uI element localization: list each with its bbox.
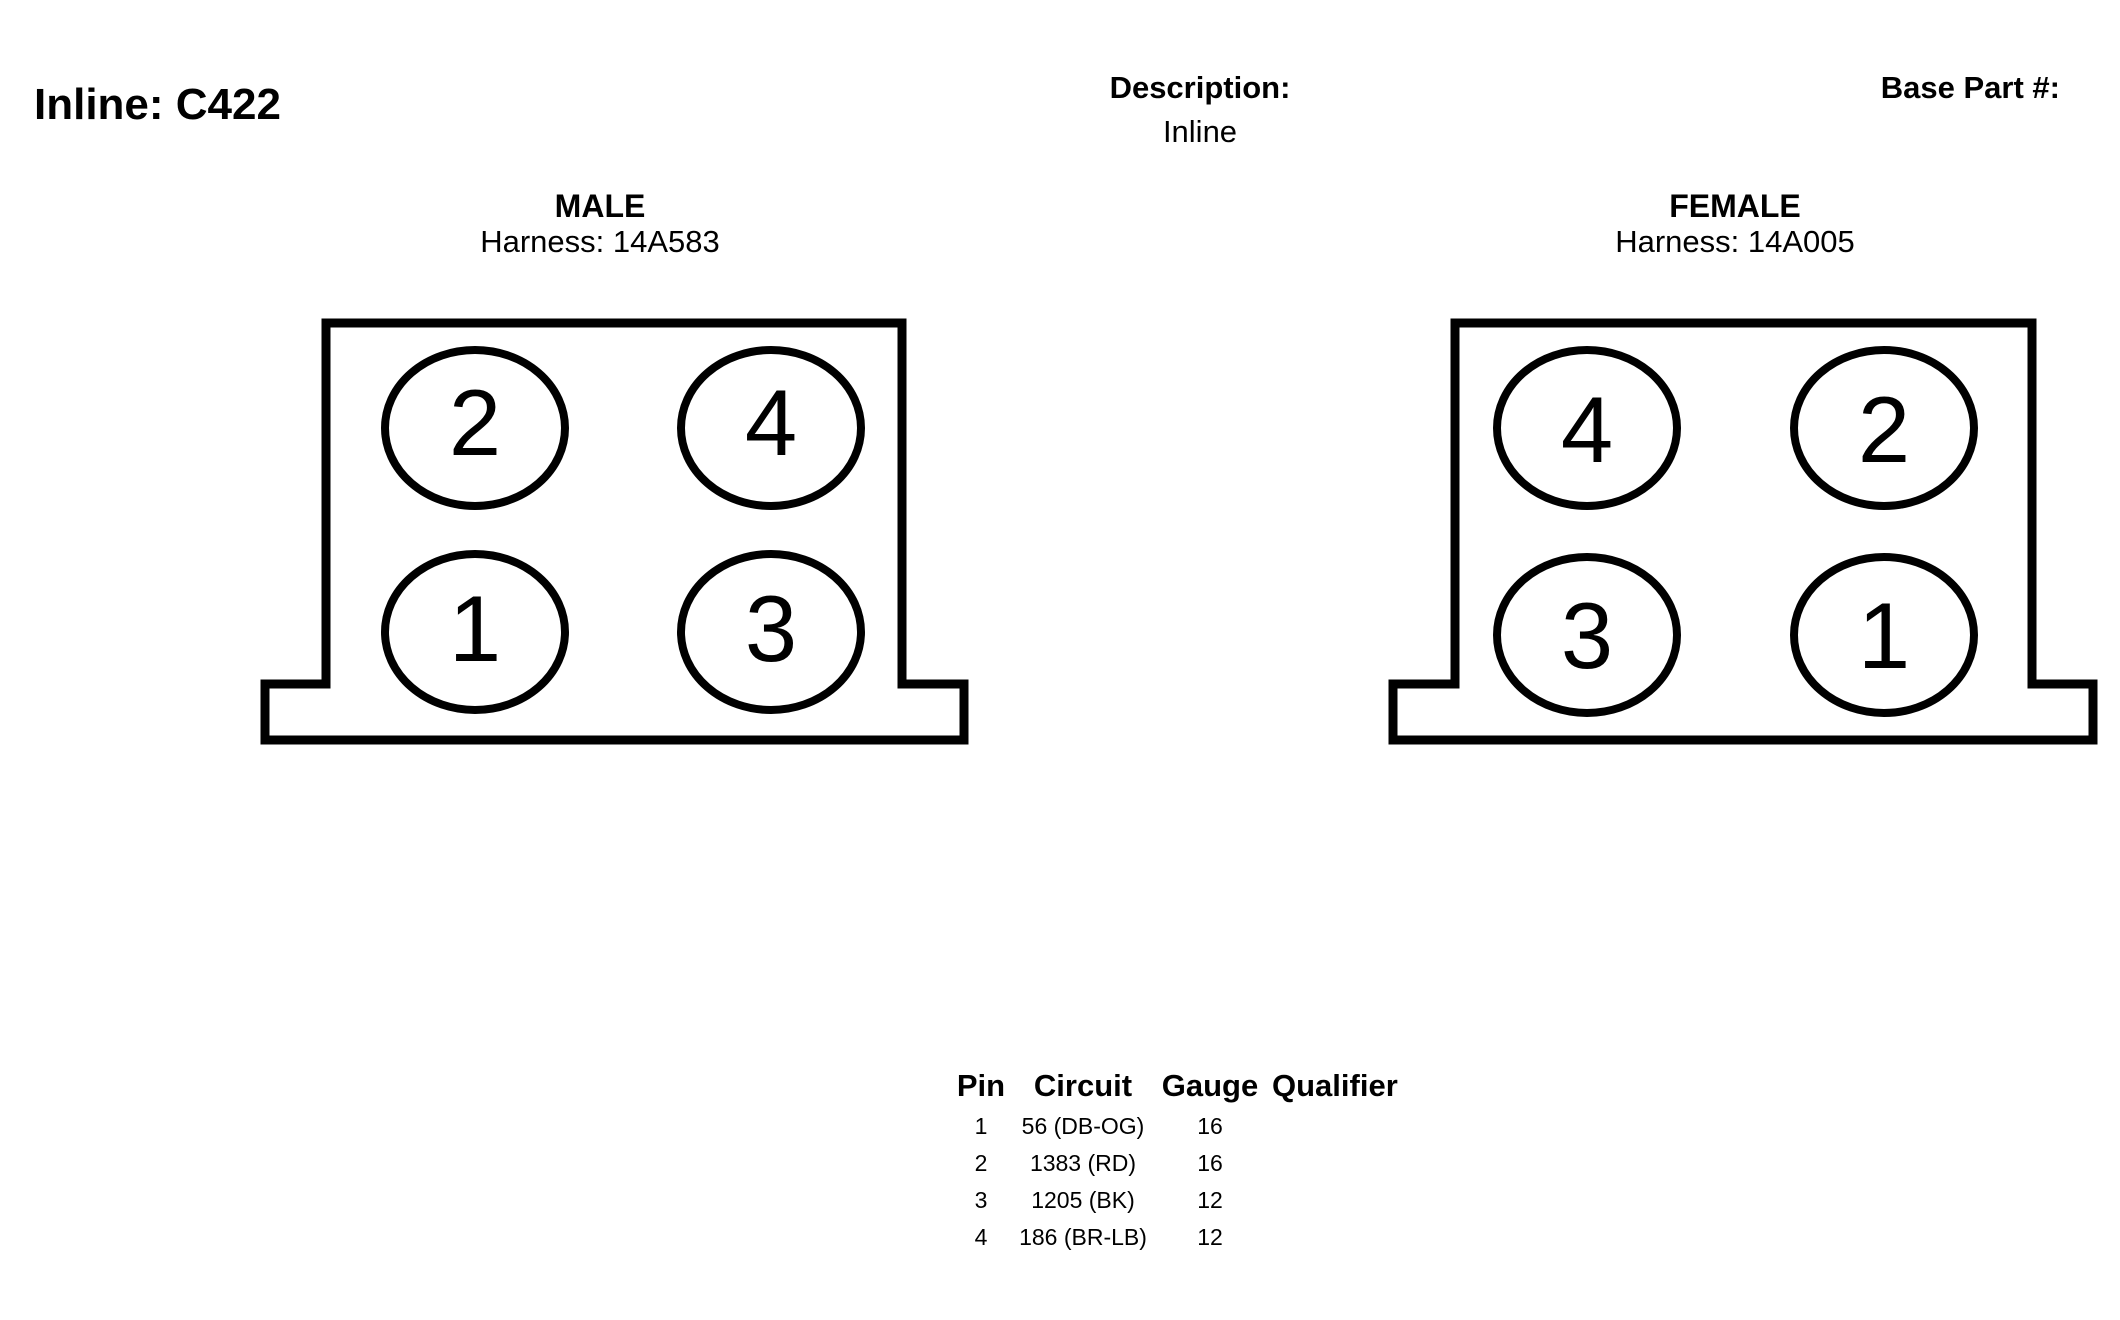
column-header-pin: Pin [956, 1068, 1006, 1103]
svg-text:3: 3 [1561, 583, 1613, 688]
male-pin-cavity: 2 [381, 346, 569, 510]
pin-cell: 1 [974, 1113, 988, 1139]
description-value: Inline [1162, 114, 1238, 149]
svg-text:4: 4 [1561, 377, 1613, 482]
description-label: Description: [1109, 70, 1291, 105]
qualifier-cell [1266, 1219, 1404, 1256]
column-header-gauge: Gauge [1161, 1068, 1259, 1103]
column-header-qualifier: Qualifier [1272, 1068, 1398, 1103]
female-pin-cavity: 1 [1790, 553, 1978, 717]
gauge-cell: 16 [1197, 1150, 1223, 1176]
table-row: 2 1383 (RD) 16 [950, 1145, 1404, 1182]
qualifier-cell [1266, 1145, 1404, 1182]
male-connector-body [260, 318, 969, 745]
table-row: 1 56 (DB-OG) 16 [950, 1108, 1404, 1145]
female-connector-body [1388, 318, 2098, 745]
pin-cell: 4 [974, 1224, 988, 1250]
pin-table-header: Pin Circuit Gauge Qualifier [950, 1068, 1404, 1108]
svg-text:3: 3 [745, 576, 797, 681]
svg-text:2: 2 [1858, 377, 1910, 482]
base-part-label: Base Part #: [1880, 70, 2060, 105]
female-pin-cavity: 3 [1493, 553, 1681, 717]
pin-table: Pin Circuit Gauge Qualifier 1 56 (DB-OG)… [950, 1068, 1404, 1256]
male-harness-label: Harness: 14A583 [480, 224, 720, 259]
svg-text:1: 1 [1858, 583, 1910, 688]
circuit-cell: 1383 (RD) [1029, 1150, 1137, 1176]
female-pin-cavity: 2 [1790, 346, 1978, 510]
male-connector-heading: MALE Harness: 14A583 [350, 188, 850, 260]
male-gender-label: MALE [554, 188, 646, 224]
male-pin-cavity: 4 [677, 346, 865, 510]
female-pin-cavity: 4 [1493, 346, 1681, 510]
svg-text:4: 4 [745, 370, 797, 475]
gauge-cell: 16 [1197, 1113, 1223, 1139]
qualifier-cell [1266, 1108, 1404, 1145]
female-harness-label: Harness: 14A005 [1615, 224, 1855, 259]
female-gender-label: FEMALE [1669, 188, 1801, 224]
pin-cell: 3 [974, 1187, 988, 1213]
qualifier-cell [1266, 1182, 1404, 1219]
table-row: 3 1205 (BK) 12 [950, 1182, 1404, 1219]
gauge-cell: 12 [1197, 1187, 1223, 1213]
svg-text:2: 2 [449, 370, 501, 475]
male-pin-cavity: 3 [677, 550, 865, 714]
gauge-cell: 12 [1197, 1224, 1223, 1250]
column-header-circuit: Circuit [1033, 1068, 1133, 1103]
pin-cell: 2 [974, 1150, 988, 1176]
male-pin-cavity: 1 [381, 550, 569, 714]
table-row: 4 186 (BR-LB) 12 [950, 1219, 1404, 1256]
page-title: Inline: C422 [34, 80, 281, 129]
circuit-cell: 56 (DB-OG) [1021, 1113, 1145, 1139]
svg-text:1: 1 [449, 576, 501, 681]
circuit-cell: 1205 (BK) [1031, 1187, 1135, 1213]
circuit-cell: 186 (BR-LB) [1019, 1224, 1147, 1250]
female-connector-heading: FEMALE Harness: 14A005 [1485, 188, 1985, 260]
